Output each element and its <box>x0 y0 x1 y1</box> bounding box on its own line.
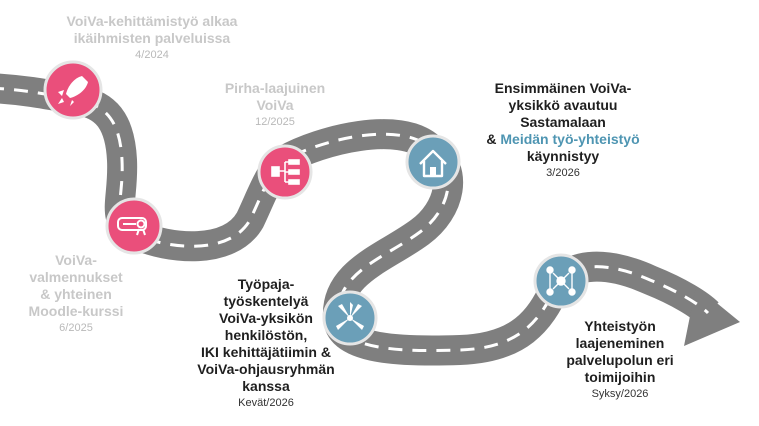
milestone-title-line: palvelupolun eri <box>566 352 674 368</box>
milestone-5-marker <box>405 134 461 190</box>
milestone-5-label: Ensimmäinen VoiVa- yksikkö avautuu Sasta… <box>468 80 658 181</box>
milestone-title-line: Pirha-laajuinen <box>224 80 326 96</box>
milestone-title-line: IKI kehittäjätiimin & <box>201 344 331 360</box>
milestone-date: Syksy/2026 <box>591 388 649 400</box>
milestone-1-label: VoiVa-kehittämistyö alkaa ikäihmisten pa… <box>27 13 277 63</box>
milestone-title-line: Ensimmäinen VoiVa- <box>494 80 632 96</box>
network-icon <box>546 266 576 296</box>
milestone-title-line: ikäihmisten palveluissa <box>73 30 231 46</box>
milestone-6-label: Yhteistyön laajeneminen palvelupolun eri… <box>545 318 695 402</box>
milestone-title-line: Sastamalaan <box>520 114 606 130</box>
certificate-icon <box>117 217 147 236</box>
milestone-title-line: toimijoihin <box>584 369 656 385</box>
milestone-title-line: Moodle-kurssi <box>28 303 124 319</box>
milestone-date: 6/2025 <box>59 322 93 334</box>
milestone-2-marker <box>105 197 163 255</box>
rocket-icon <box>58 76 88 106</box>
milestone-title-line: työskentelyä <box>223 293 309 309</box>
milestone-3-label: Pirha-laajuinen VoiVa 12/2025 <box>205 80 345 130</box>
milestone-title-line: Yhteistyön <box>584 318 656 334</box>
milestone-title-line: VoiVa- <box>55 252 97 268</box>
milestone-date: 12/2025 <box>255 116 295 128</box>
milestone-title-line: laajeneminen <box>575 335 665 351</box>
milestone-title-prefix: & <box>486 131 501 147</box>
hierarchy-icon <box>271 159 300 185</box>
milestone-4-label: Työpaja- työskentelyä VoiVa-yksikön henk… <box>182 276 350 411</box>
milestone-date: 4/2024 <box>135 49 169 61</box>
collaboration-icon <box>336 302 364 330</box>
milestone-title-line: kanssa <box>242 378 290 394</box>
milestone-title-line: VoiVa-ohjausryhmän <box>197 361 335 377</box>
milestone-date: 3/2026 <box>546 167 580 179</box>
milestone-1-marker <box>43 60 103 120</box>
milestone-2-label: VoiVa- valmennukset & yhteinen Moodle-ku… <box>6 252 146 336</box>
milestone-title-line: VoiVa-yksikön <box>219 310 313 326</box>
milestone-title-line: henkilöstön, <box>224 327 308 343</box>
milestone-6-marker <box>533 253 589 309</box>
milestone-title-line: Työpaja- <box>237 276 295 292</box>
milestone-title-line-accent: & Meidän työ-yhteistyö <box>468 131 658 148</box>
milestone-date: Kevät/2026 <box>238 397 294 409</box>
milestone-title-line: VoiVa <box>256 97 294 113</box>
milestone-title-line: VoiVa-kehittämistyö alkaa <box>66 13 238 29</box>
milestone-title-accent: Meidän työ-yhteistyö <box>500 131 640 147</box>
milestone-4-marker <box>322 290 378 346</box>
milestone-title-line: & yhteinen <box>40 286 112 302</box>
milestone-title-line: yksikkö avautuu <box>508 97 618 113</box>
road-arrowhead <box>684 286 740 346</box>
milestone-title-line: valmennukset <box>29 269 123 285</box>
milestone-title-line: käynnistyy <box>526 148 600 164</box>
milestone-3-marker <box>257 144 313 200</box>
home-icon <box>419 149 447 178</box>
